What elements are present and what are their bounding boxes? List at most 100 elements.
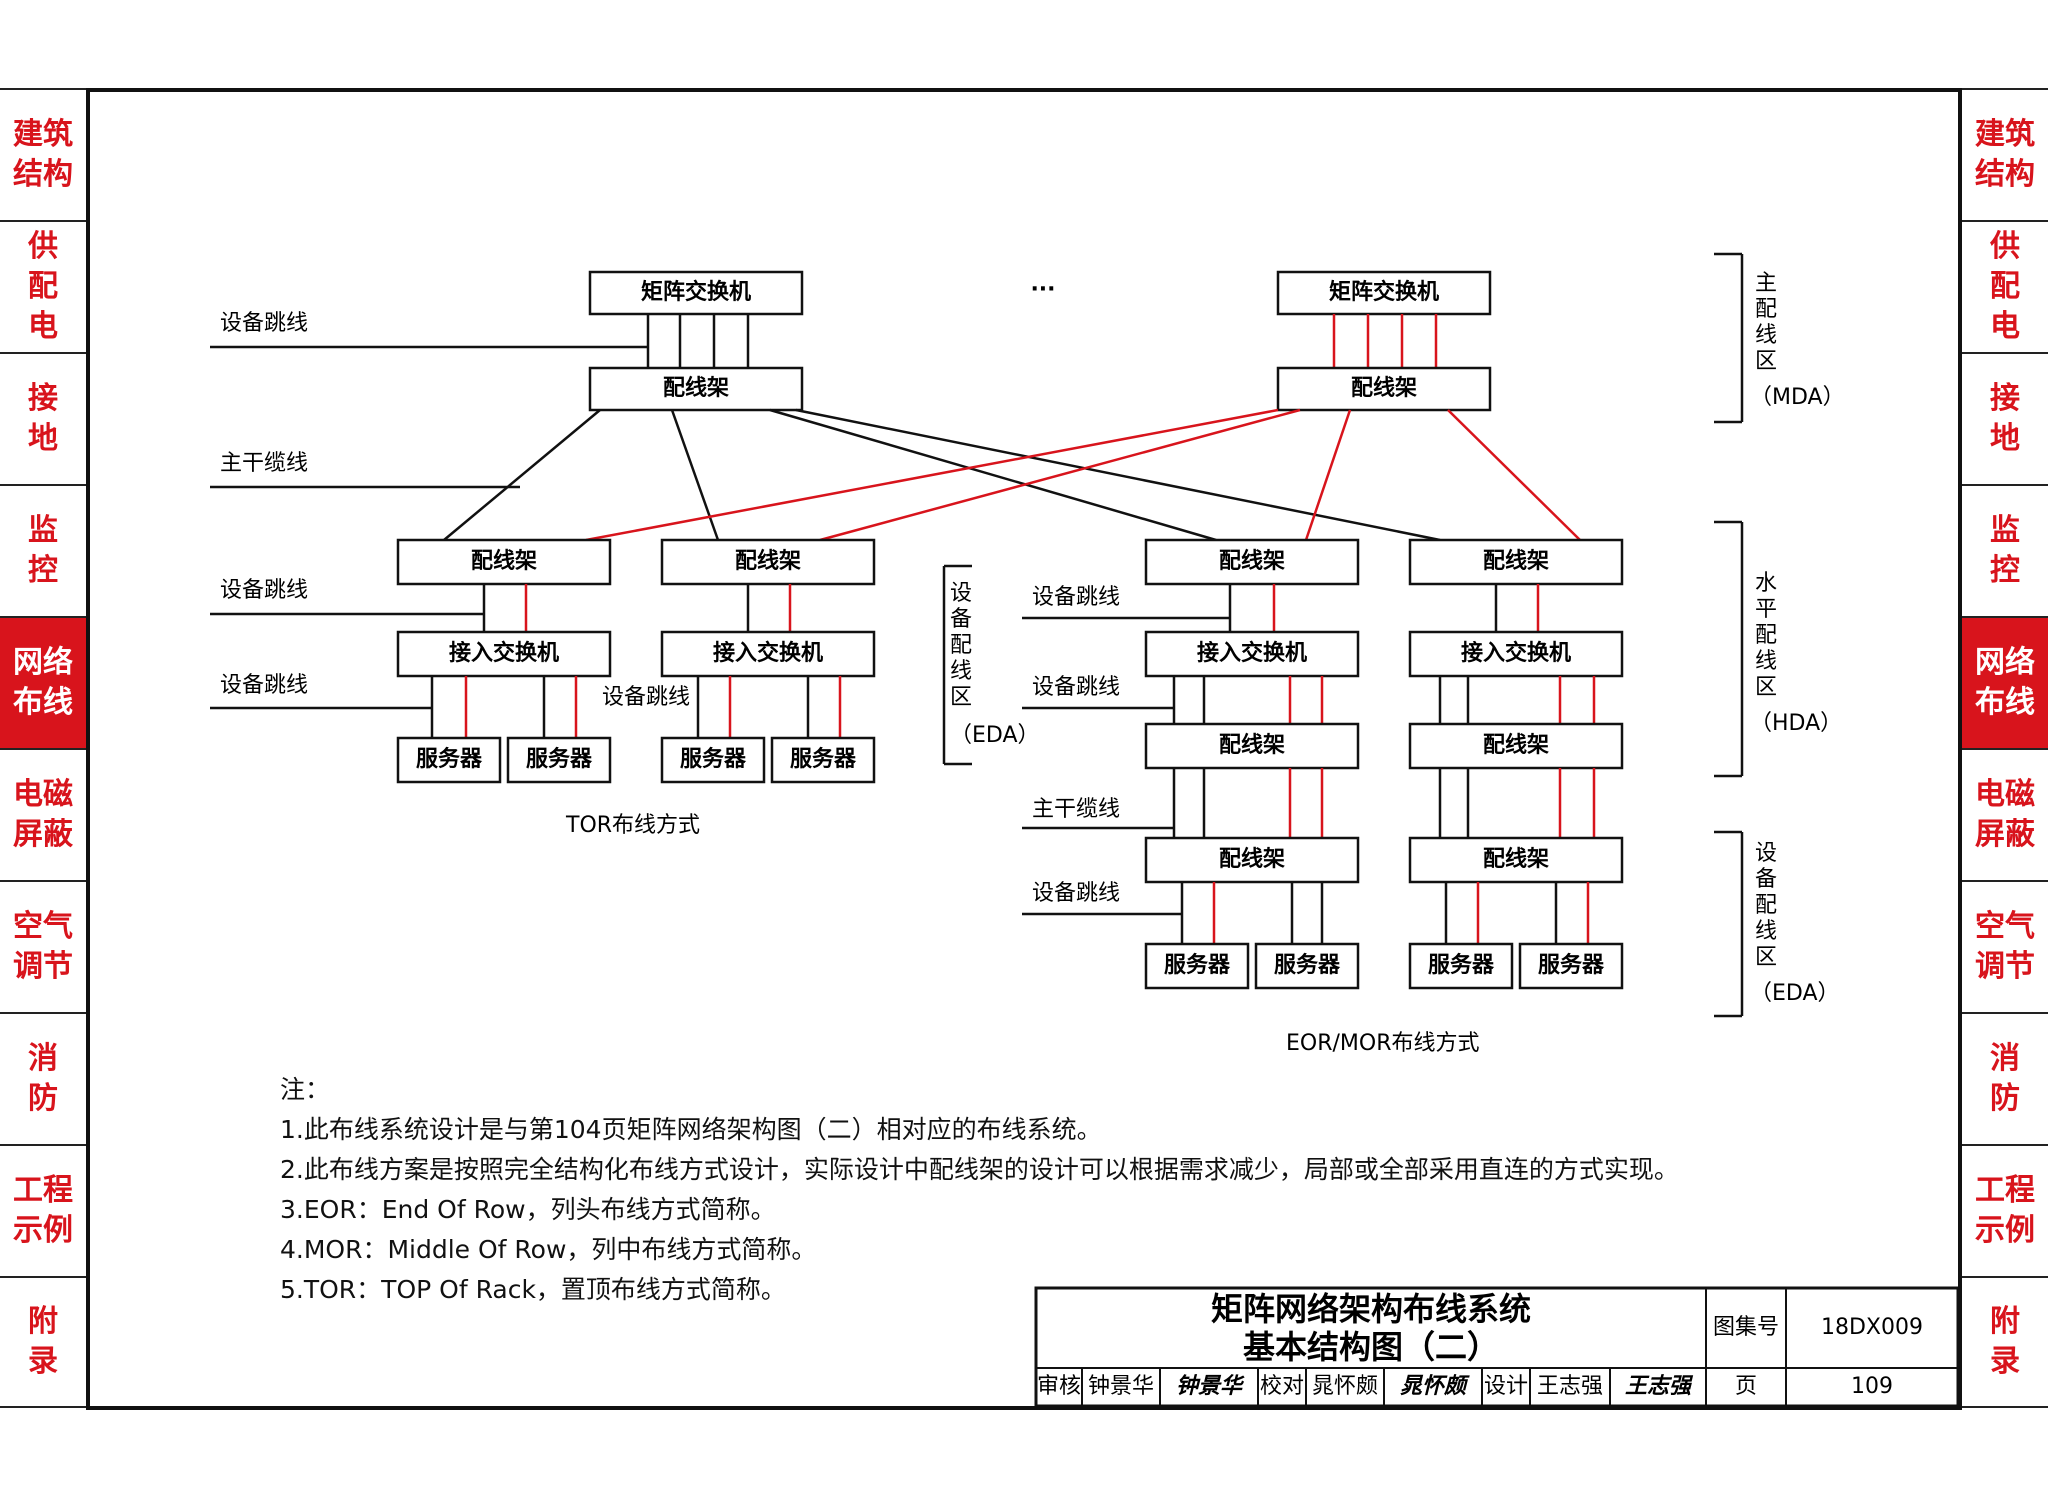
side-tab-9[interactable]: 工程示例 [1962, 1144, 2048, 1276]
label-equipment-cord-2: 设备跳线 [220, 578, 308, 603]
tor-switch-to-server-links [430, 676, 842, 738]
tor-hda-patch-panel-2: 配线架 [660, 538, 876, 586]
svg-text:备: 备 [950, 607, 972, 632]
title-line-1: 矩阵网络架构布线系统 [1211, 1290, 1531, 1328]
checker-signature: 晁怀颇 [1400, 1374, 1470, 1399]
svg-text:配线架: 配线架 [1483, 548, 1549, 574]
side-tab-2[interactable]: 供配电 [0, 220, 86, 352]
side-tab-5[interactable]: 网络布线 [1962, 616, 2048, 748]
tor-access-switch-1: 接入交换机 [396, 630, 612, 678]
page-label: 页 [1735, 1374, 1757, 1399]
side-tab-10[interactable]: 附录 [1962, 1276, 2048, 1408]
eor-hda-patch-panel-2: 配线架 [1408, 538, 1624, 586]
reviewer-name: 钟景华 [1088, 1374, 1154, 1399]
atlas-number: 18DX009 [1821, 1315, 1923, 1340]
atlas-label: 图集号 [1713, 1315, 1779, 1340]
label-equipment-cord-1: 设备跳线 [220, 311, 308, 336]
eda-bracket-middle: 设 备 配 线 区 （EDA） [942, 564, 1040, 766]
side-tab-2[interactable]: 供配电 [1962, 220, 2048, 352]
svg-text:主: 主 [1755, 271, 1777, 296]
svg-text:配线架: 配线架 [471, 548, 537, 574]
label-equipment-cord-5: 设备跳线 [1032, 585, 1120, 610]
svg-text:服务器: 服务器 [1428, 953, 1495, 978]
svg-text:服务器: 服务器 [680, 747, 747, 772]
svg-text:线: 线 [1755, 323, 1777, 348]
eor-patch-panel-6: 配线架 [1408, 836, 1624, 884]
side-tab-6[interactable]: 电磁屏蔽 [1962, 748, 2048, 880]
side-tab-1[interactable]: 建筑结构 [1962, 88, 2048, 220]
page-number: 109 [1851, 1374, 1893, 1399]
side-tab-7[interactable]: 空气调节 [1962, 880, 2048, 1012]
side-tab-5[interactable]: 网络布线 [0, 616, 86, 748]
svg-text:服务器: 服务器 [790, 747, 857, 772]
tor-panel-to-switch-links [482, 584, 792, 632]
label-equipment-cord-7: 设备跳线 [1032, 881, 1120, 906]
svg-text:配线架: 配线架 [663, 375, 729, 401]
svg-text:接入交换机: 接入交换机 [1461, 640, 1571, 666]
svg-text:矩阵交换机: 矩阵交换机 [641, 279, 751, 305]
svg-text:配: 配 [950, 633, 972, 658]
svg-text:线: 线 [1755, 919, 1777, 944]
label-equipment-cord-3: 设备跳线 [220, 673, 308, 698]
tor-access-switch-2: 接入交换机 [660, 630, 876, 678]
side-tab-9[interactable]: 工程示例 [0, 1144, 86, 1276]
side-tab-3[interactable]: 接地 [0, 352, 86, 484]
svg-text:配: 配 [1755, 297, 1777, 322]
mda-switch-links [646, 314, 1438, 368]
reviewer-signature: 钟景华 [1176, 1373, 1245, 1399]
eor-matrix-switch: 矩阵交换机 [1276, 270, 1492, 316]
zone-bracket-eda: 设 备 配 线 区 （EDA） [1714, 830, 1840, 1018]
backbone-links [443, 408, 1581, 542]
designer-signature: 王志强 [1625, 1374, 1694, 1399]
tor-matrix-switch: 矩阵交换机 [588, 270, 804, 316]
eor-mda-patch-panel: 配线架 [1276, 366, 1492, 412]
side-tab-4[interactable]: 监控 [0, 484, 86, 616]
label-backbone-1: 主干缆线 [220, 451, 308, 476]
eor-server-3: 服务器 [1408, 942, 1514, 990]
design-label: 设计 [1484, 1374, 1528, 1399]
eor-patch-panel-5: 配线架 [1144, 836, 1360, 884]
review-label: 审核 [1037, 1374, 1081, 1399]
svg-text:配: 配 [1755, 623, 1777, 648]
side-tab-10[interactable]: 附录 [0, 1276, 86, 1408]
svg-text:配: 配 [1755, 893, 1777, 918]
svg-text:区: 区 [950, 685, 972, 710]
label-backbone-2: 主干缆线 [1032, 797, 1120, 822]
svg-text:接入交换机: 接入交换机 [1197, 640, 1307, 666]
svg-text:配线架: 配线架 [1219, 548, 1285, 574]
label-equipment-cord-4: 设备跳线 [602, 685, 690, 710]
title-line-2: 基本结构图（二） [1243, 1328, 1499, 1366]
tor-server-2: 服务器 [506, 736, 612, 784]
svg-text:（HDA）: （HDA） [1750, 711, 1842, 736]
svg-text:配线架: 配线架 [1219, 846, 1285, 872]
tor-mda-patch-panel: 配线架 [588, 366, 804, 412]
eor-panel-to-server-links [1180, 882, 1590, 944]
side-tab-4[interactable]: 监控 [1962, 484, 2048, 616]
svg-text:线: 线 [950, 659, 972, 684]
eor-panel-to-switch-links [1228, 584, 1540, 632]
svg-text:配线架: 配线架 [1219, 732, 1285, 758]
svg-text:设: 设 [950, 581, 972, 606]
svg-text:配线架: 配线架 [1483, 846, 1549, 872]
note-item-2: 2.此布线方案是按照完全结构化布线方式设计，实际设计中配线架的设计可以根据需求减… [280, 1155, 1679, 1184]
eor-access-switch-2: 接入交换机 [1408, 630, 1624, 678]
notes: 注： 1.此布线系统设计是与第104页矩阵网络架构图（二）相对应的布线系统。 2… [280, 1070, 1679, 1310]
svg-text:区: 区 [1755, 945, 1777, 970]
side-tab-8[interactable]: 消防 [1962, 1012, 2048, 1144]
eor-patch-panel-3: 配线架 [1144, 722, 1360, 770]
side-tab-6[interactable]: 电磁屏蔽 [0, 748, 86, 880]
tor-hda-patch-panel-1: 配线架 [396, 538, 612, 586]
side-tab-3[interactable]: 接地 [1962, 352, 2048, 484]
tor-server-4: 服务器 [770, 736, 876, 784]
side-tab-8[interactable]: 消防 [0, 1012, 86, 1144]
svg-text:（MDA）: （MDA） [1750, 385, 1845, 410]
svg-text:接入交换机: 接入交换机 [449, 640, 559, 666]
label-equipment-cord-6: 设备跳线 [1032, 675, 1120, 700]
eor-panel-to-panel-links [1172, 768, 1596, 838]
side-tab-1[interactable]: 建筑结构 [0, 88, 86, 220]
svg-text:服务器: 服务器 [1164, 953, 1231, 978]
svg-text:（EDA）: （EDA） [1750, 981, 1840, 1006]
side-tab-7[interactable]: 空气调节 [0, 880, 86, 1012]
svg-text:线: 线 [1755, 649, 1777, 674]
